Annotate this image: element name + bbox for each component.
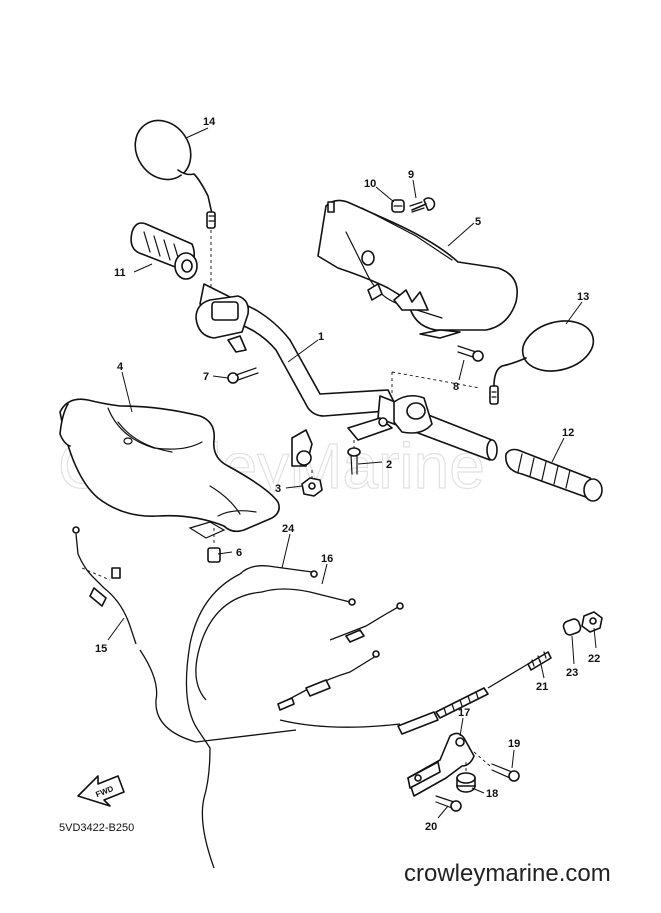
callout-4: 4: [117, 361, 124, 373]
callout-11: 11: [114, 267, 126, 279]
site-name: crowleymarine.com: [404, 860, 611, 887]
right-mirror[interactable]: [489, 314, 599, 405]
nut-22[interactable]: [581, 611, 603, 633]
bolt-10[interactable]: [391, 199, 405, 213]
callout-2: 2: [386, 459, 392, 471]
callout-6: 6: [236, 547, 242, 559]
left-grip[interactable]: [130, 222, 198, 280]
callout-23: 23: [566, 667, 578, 679]
callout-24: 24: [282, 523, 295, 535]
callout-7: 7: [203, 371, 209, 383]
screw-7[interactable]: [227, 367, 259, 384]
callout-8: 8: [453, 381, 459, 393]
callout-22: 22: [588, 653, 600, 665]
callout-21: 21: [536, 681, 548, 693]
collar-18[interactable]: [456, 762, 476, 793]
callout-17: 17: [458, 707, 470, 719]
diagram-code: 5VD3422-B250: [59, 822, 135, 834]
right-grip[interactable]: [505, 448, 603, 502]
throttle-cable[interactable]: [277, 650, 380, 711]
screw-20[interactable]: [435, 795, 462, 812]
leader-lines: [107, 127, 597, 819]
clip-6[interactable]: [207, 528, 221, 563]
bolt-2[interactable]: [347, 440, 361, 475]
callout-1: 1: [318, 331, 324, 343]
callouts: 14 1 2 3 4 5 6 7 8 9 10 11 12 13 15 16 1…: [95, 116, 600, 833]
screw-19[interactable]: [473, 751, 520, 782]
cable-15[interactable]: [72, 526, 297, 743]
bracket-17[interactable]: [407, 732, 475, 797]
screw-9[interactable]: [409, 197, 436, 213]
callout-3: 3: [275, 483, 281, 495]
callout-19: 19: [508, 738, 520, 750]
callout-10: 10: [364, 178, 376, 190]
callout-12: 12: [562, 427, 574, 439]
nut-3[interactable]: [301, 470, 323, 497]
callout-16: 16: [321, 553, 333, 565]
rear-handle-cover[interactable]: [317, 199, 518, 339]
callout-9: 9: [408, 169, 414, 181]
callout-20: 20: [425, 821, 437, 833]
front-handle-cover[interactable]: [59, 398, 280, 539]
callout-14: 14: [203, 116, 216, 128]
cable-21[interactable]: [279, 651, 552, 735]
callout-5: 5: [475, 216, 481, 228]
cable-24[interactable]: [185, 565, 318, 869]
callout-15: 15: [95, 643, 107, 655]
screw-8[interactable]: [457, 345, 484, 362]
fwd-arrow-icon: FWD: [77, 775, 125, 807]
cable-16[interactable]: [195, 588, 404, 701]
callout-13: 13: [577, 291, 589, 303]
cable-end-23[interactable]: [562, 618, 582, 637]
callout-18: 18: [486, 788, 498, 800]
handlebar[interactable]: [195, 283, 498, 467]
left-mirror[interactable]: [124, 110, 216, 300]
